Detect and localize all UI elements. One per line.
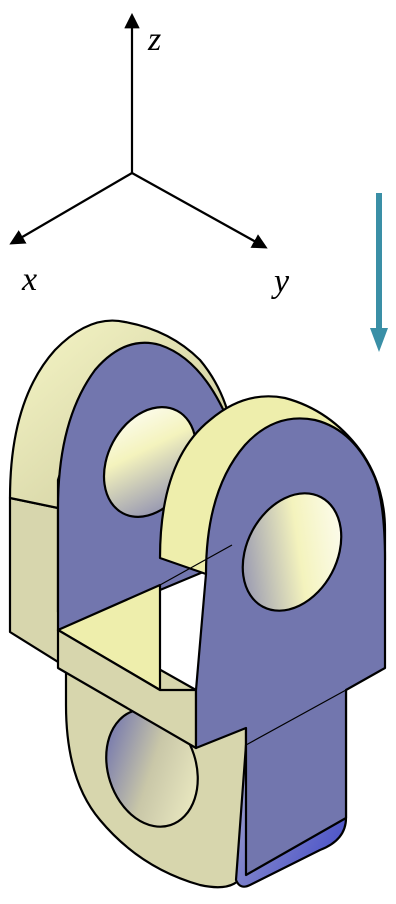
axis-triad: z x y <box>9 12 290 300</box>
x-axis-label: x <box>21 261 37 298</box>
right-lug-hole <box>241 492 343 612</box>
y-axis <box>131 172 268 249</box>
z-axis-label: z <box>147 21 161 58</box>
clevis-part <box>8 319 387 889</box>
edge-line-2 <box>159 544 233 586</box>
edge-line-4 <box>245 689 347 746</box>
view-direction-arrow <box>370 193 388 352</box>
x-axis <box>9 172 133 245</box>
arrow-shaft <box>376 193 382 333</box>
edge-line-1 <box>9 497 59 509</box>
y-axis-label: y <box>271 263 290 300</box>
arrow-head <box>370 328 388 352</box>
